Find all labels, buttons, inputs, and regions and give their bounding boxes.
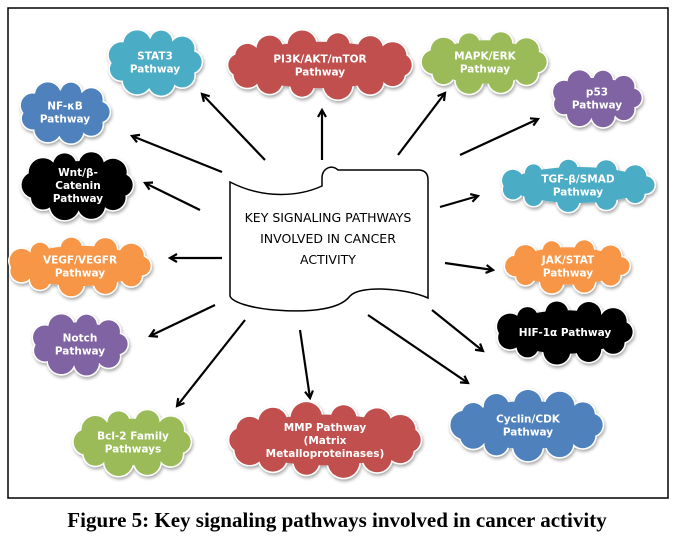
arrow-to-nf-b-pathway bbox=[132, 136, 223, 174]
cloud-label-line: Pathway bbox=[55, 346, 105, 358]
cloud-shape bbox=[500, 158, 657, 214]
arrow-to-notch-pathway bbox=[150, 304, 216, 336]
cloud-shape bbox=[227, 400, 423, 480]
cloud-shape bbox=[31, 312, 130, 377]
cloud-label-line: Pathway bbox=[460, 64, 510, 76]
cloud-label-line: Pathway bbox=[40, 114, 90, 126]
arrow-to-jak-stat-pathway bbox=[444, 261, 493, 270]
figure-caption: Figure 5: Key signaling pathways involve… bbox=[67, 508, 607, 532]
cloud-hif-1-pathway: HIF-1α Pathway bbox=[495, 300, 635, 367]
center-title-line-2: INVOLVED IN CANCER bbox=[260, 231, 396, 246]
arrow-to-p53-pathway bbox=[459, 119, 538, 156]
arrow-to-tgf-smad-pathway bbox=[439, 196, 478, 209]
cloud-label-line: Pathway bbox=[503, 427, 553, 439]
cloud-label-line: Bcl-2 Family bbox=[97, 431, 169, 443]
cloud-shape bbox=[495, 300, 635, 367]
cloud-label-line: Pathways bbox=[105, 444, 162, 456]
cloud-shape bbox=[420, 30, 549, 96]
cloud-label-line: MAPK/ERK bbox=[454, 51, 516, 63]
cloud-label-line: PI3K/AKT/mTOR bbox=[273, 54, 366, 66]
arrow-to-bcl-2-family-pathways bbox=[177, 319, 246, 406]
clouds-group: STAT3PathwayPI3K/AKT/mTORPathwayMAPK/ERK… bbox=[7, 28, 657, 480]
cloud-label-line: STAT3 bbox=[137, 51, 173, 63]
cloud-label-line: HIF-1α Pathway bbox=[519, 327, 612, 339]
cloud-label-line: NF-κB bbox=[47, 101, 82, 113]
cloud-label-line: Pathway bbox=[130, 64, 180, 76]
cloud-label-line: Metalloproteinases) bbox=[266, 448, 385, 460]
arrows-group bbox=[132, 93, 538, 406]
scroll-shape bbox=[229, 166, 429, 312]
cloud-label-line: VEGF/VEGFR bbox=[43, 255, 117, 267]
cloud-label-line: TGF-β/SMAD bbox=[541, 174, 614, 186]
cloud-label-line: Wnt/β- bbox=[58, 167, 98, 179]
cloud-shape bbox=[20, 150, 135, 222]
arrow-to-stat3-pathway bbox=[202, 94, 266, 161]
cloud-shape bbox=[448, 388, 605, 463]
cloud-shape bbox=[107, 28, 204, 98]
arrow-to-hif-1-pathway bbox=[431, 309, 483, 351]
cloud-label-line: Pathway bbox=[572, 100, 622, 112]
cloud-label-line: JAK/STAT bbox=[541, 255, 595, 267]
cloud-label-line: Pathway bbox=[295, 67, 345, 79]
center-scroll: KEY SIGNALING PATHWAYS INVOLVED IN CANCE… bbox=[229, 166, 429, 312]
cloud-label-line: Pathway bbox=[553, 187, 603, 199]
cloud-shape bbox=[551, 68, 644, 129]
cloud-shape bbox=[72, 408, 193, 478]
cloud-label-line: Pathway bbox=[55, 268, 105, 280]
cloud-shape bbox=[7, 236, 153, 298]
cloud-label-line: Notch bbox=[63, 333, 98, 345]
arrow-to-cyclin-cdk-pathway bbox=[367, 314, 468, 383]
cloud-shape bbox=[19, 80, 112, 145]
center-title-line-1: KEY SIGNALING PATHWAYS bbox=[245, 210, 412, 225]
cloud-label-line: Pathway bbox=[53, 193, 103, 205]
arrow-to-mmp-pathway-matrix-metalloproteinases bbox=[298, 329, 310, 398]
arrow-to-wnt-catenin-pathway bbox=[145, 183, 201, 211]
cloud-label-line: Cyclin/CDK bbox=[496, 414, 561, 426]
cloud-shape bbox=[503, 238, 632, 295]
center-title-line-3: ACTIVITY bbox=[300, 252, 356, 267]
cloud-label-line: MMP Pathway bbox=[284, 422, 367, 434]
cloud-label-line: Pathway bbox=[543, 268, 593, 280]
cloud-label-line: Catenin bbox=[55, 180, 100, 192]
arrow-to-mapk-erk-pathway bbox=[397, 93, 445, 156]
cloud-label-line: (Matrix bbox=[304, 435, 347, 447]
cloud-shape bbox=[226, 29, 414, 101]
cloud-label-line: p53 bbox=[586, 87, 608, 99]
